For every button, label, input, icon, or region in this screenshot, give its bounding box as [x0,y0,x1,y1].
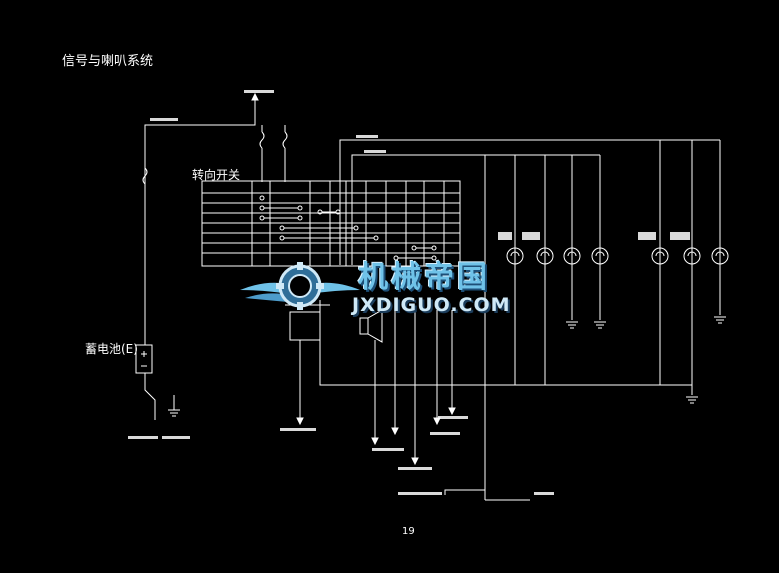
page-number: 19 [402,526,415,537]
fuse-icon [142,167,148,185]
gear-logo-icon [240,262,360,310]
watermark-cn: 机械帝国 [358,260,490,295]
battery-icon [135,344,175,420]
signal-bus-wires [319,139,721,500]
fuse-icon [259,125,288,182]
lamp-icon [506,247,729,265]
turn-switch-label: 转向开关 [192,168,241,182]
tiny-label-marks [128,90,690,495]
switch-table [201,180,461,267]
bottom-wires [296,310,530,501]
ground-icon [168,316,726,417]
main-feed-wire [144,92,259,345]
watermark-en: JXDIGUO.COM [352,294,511,316]
horn-icon [359,309,383,343]
page-title: 信号与喇叭系统 [62,54,154,69]
watermark: 机械帝国 JXDIGUO.COM [240,250,540,324]
battery-label: 蓄电池(E) [85,342,138,356]
